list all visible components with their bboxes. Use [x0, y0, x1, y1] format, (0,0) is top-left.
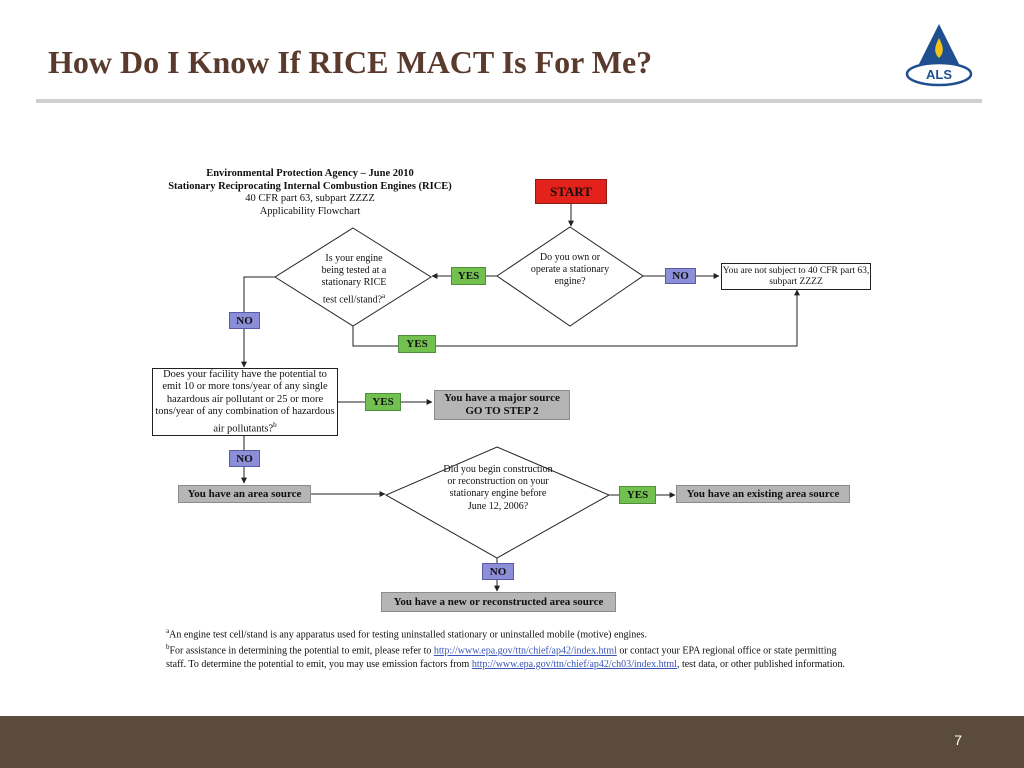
yes-label-test-cell: YES [398, 335, 436, 353]
question-test-cell: Is your engine being tested at a station… [321, 253, 387, 305]
logo-text: ALS [926, 67, 952, 82]
footnote-mark-b: b [273, 420, 277, 429]
header-line-rice: Stationary Reciprocating Internal Combus… [168, 180, 452, 192]
footer-bar: 7 [0, 716, 1024, 768]
footnotes: aAn engine test cell/stand is any appara… [166, 625, 856, 671]
no-label-potential: NO [229, 450, 260, 467]
page-number: 7 [954, 732, 962, 748]
footnote-mark-a: a [382, 291, 386, 300]
no-label-own: NO [665, 268, 696, 284]
header-line-cfr: 40 CFR part 63, subpart ZZZZ [245, 193, 375, 204]
title-divider [36, 99, 982, 103]
result-area-source: You have an area source [178, 485, 311, 503]
diamond-own-engine [496, 226, 644, 327]
go-to-step-text: GO TO STEP 2 [465, 405, 539, 417]
flowchart-header: Environmental Protection Agency – June 2… [150, 168, 470, 218]
footnote-b: bFor assistance in determining the poten… [166, 643, 845, 670]
start-box: START [535, 179, 607, 204]
major-source-text: You have a major source [444, 392, 560, 404]
question-construction: Did you begin construction or reconstruc… [443, 464, 553, 512]
header-line-flowchart: Applicability Flowchart [259, 205, 361, 217]
result-major-source: You have a major source GO TO STEP 2 [434, 390, 570, 420]
diamond-shapes [274, 226, 644, 559]
question-potential-to-emit: Does your facility have the potential to… [152, 368, 338, 436]
result-existing-area-source: You have an existing area source [676, 485, 850, 503]
yes-label-potential: YES [365, 393, 401, 411]
footnote-a: aAn engine test cell/stand is any appara… [166, 627, 648, 641]
link-ap42-index[interactable]: http://www.epa.gov/ttn/chief/ap42/index.… [433, 645, 617, 657]
no-label-construction: NO [482, 563, 514, 580]
slide-title: How Do I Know If RICE MACT Is For Me? [48, 44, 653, 80]
yes-label-construction: YES [619, 486, 656, 504]
no-label-test-cell: NO [229, 312, 260, 329]
als-logo: ALS [905, 24, 973, 87]
header-line-agency: Environmental Protection Agency – June 2… [206, 168, 414, 179]
question-own-engine: Do you own or operate a stationary engin… [530, 252, 610, 288]
result-not-subject: You are not subject to 40 CFR part 63, s… [721, 263, 871, 290]
link-ap42-ch03[interactable]: http://www.epa.gov/ttn/chief/ap42/ch03/i… [471, 658, 677, 670]
yes-label-own-to-test: YES [451, 267, 486, 285]
result-new-area-source: You have a new or reconstructed area sou… [381, 592, 616, 612]
